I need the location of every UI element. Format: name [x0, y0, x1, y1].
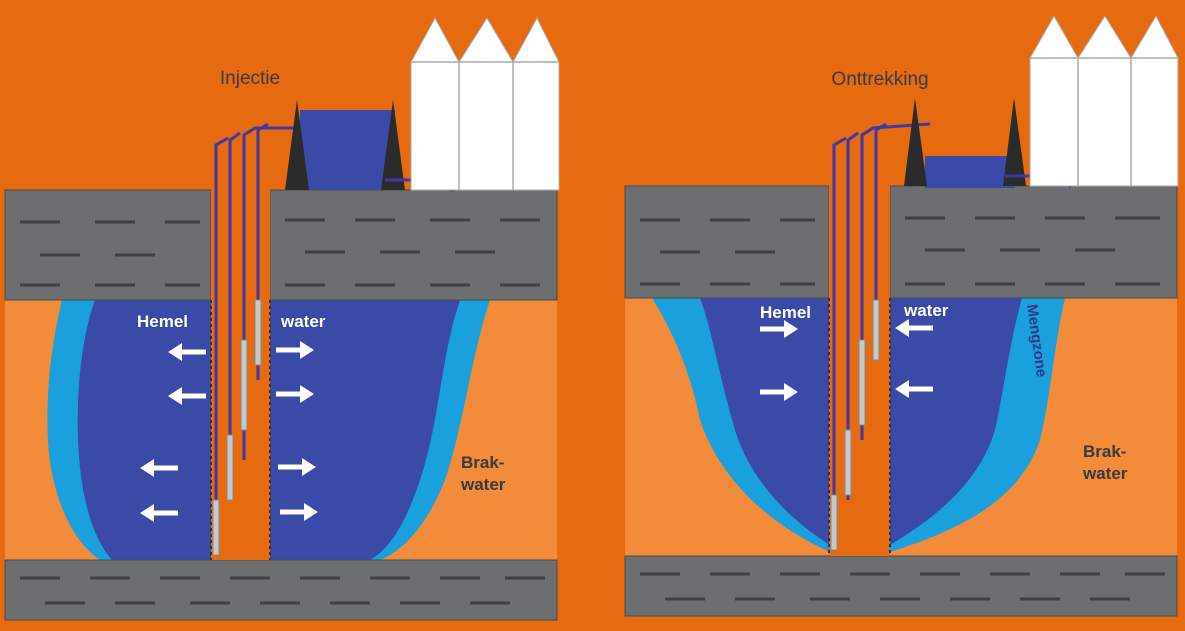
label-hemel: Hemel	[760, 303, 811, 322]
clay-texture-bottom	[20, 576, 545, 605]
clay-texture-bottom	[640, 572, 1165, 601]
injection-panel: Injectie Hemel water Brak- water	[4, 16, 560, 621]
label-hemel: Hemel	[137, 312, 188, 331]
top-clay-layer-left	[4, 189, 212, 301]
panel-title-injection: Injectie	[220, 68, 280, 89]
label-water: water	[280, 312, 326, 331]
label-brackish-2: water	[460, 475, 506, 494]
well-screens	[212, 299, 262, 556]
label-water: water	[903, 301, 949, 320]
panel-title-extraction: Onttrekking	[831, 69, 928, 90]
greenhouse-icon	[1029, 14, 1179, 187]
bottom-clay-layer	[4, 559, 558, 621]
clay-texture	[640, 216, 1160, 286]
extraction-pipes	[832, 122, 931, 540]
bottom-clay-layer	[624, 555, 1178, 617]
well-screens	[830, 299, 880, 551]
extraction-panel: Onttrekking Hemel water Mengzone Brak- w…	[624, 14, 1179, 617]
greenhouse-icon	[410, 16, 560, 191]
water-basin-icon	[285, 100, 405, 190]
injection-pipes	[214, 122, 310, 540]
water-basin-icon	[904, 98, 1026, 188]
label-brackish-1: Brak-	[1083, 442, 1126, 461]
top-clay-layer-right	[889, 185, 1178, 299]
clay-texture	[20, 218, 540, 287]
top-clay-layer-left	[624, 185, 830, 299]
label-brackish-1: Brak-	[461, 453, 504, 472]
label-brackish-2: water	[1082, 464, 1128, 483]
